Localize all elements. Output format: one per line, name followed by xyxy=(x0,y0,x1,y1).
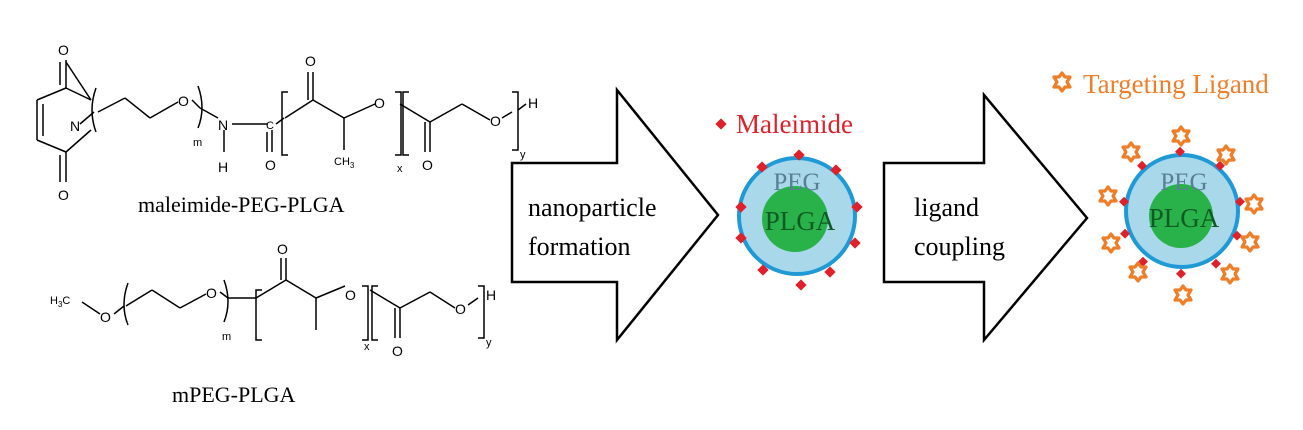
atom-n: N xyxy=(70,118,80,134)
legend-maleimide: Maleimide xyxy=(715,109,853,139)
label-mpeg-plga: mPEG-PLGA xyxy=(172,382,296,407)
arrow-label-line1: ligand xyxy=(914,193,979,222)
atom-o: O xyxy=(422,157,433,173)
linker-markers xyxy=(1119,146,1245,279)
subscript-m: m xyxy=(222,331,231,343)
atom-o: O xyxy=(277,241,288,257)
maleimide-marker-icon xyxy=(793,149,805,161)
np-core xyxy=(762,186,828,252)
maleimide-marker-icon xyxy=(715,118,727,130)
subscript-m: m xyxy=(193,137,202,149)
maleimide-marker-icon xyxy=(756,161,768,173)
subscript-y: y xyxy=(486,337,492,349)
atom-o: O xyxy=(58,187,69,203)
ligand-star-icon xyxy=(1171,125,1191,147)
ligand-star-icon xyxy=(1052,71,1072,93)
maleimide-peg-plga-atoms: O O N O m N H C O O CH3 O x O O y H male… xyxy=(58,42,538,217)
ligand-star-icon xyxy=(1121,141,1141,163)
np-core xyxy=(1149,184,1213,248)
atom-o: O xyxy=(265,157,276,173)
atom-c: C xyxy=(266,120,274,132)
atom-h: H xyxy=(528,95,538,111)
atom-h: H xyxy=(218,159,228,175)
ligand-star-icon xyxy=(1240,231,1260,253)
subscript-x: x xyxy=(364,341,370,353)
maleimide-marker-icon xyxy=(795,279,807,291)
maleimide-markers xyxy=(735,149,863,291)
atom-h: H xyxy=(486,287,496,303)
ligand-star-icon xyxy=(1216,144,1236,166)
atom-o: O xyxy=(58,42,69,58)
maleimide-marker-icon xyxy=(735,232,747,244)
np-shell-label: PEG xyxy=(1160,169,1207,196)
maleimide-marker-icon xyxy=(735,201,747,213)
arrow-label-line2: formation xyxy=(528,232,631,261)
atom-o: O xyxy=(345,287,356,303)
legend-maleimide-label: Maleimide xyxy=(736,109,853,139)
group-h3c: H3C xyxy=(50,295,70,309)
subscript-y: y xyxy=(520,149,526,161)
arrow-label-line2: coupling xyxy=(914,232,1005,261)
atom-o: O xyxy=(100,309,111,325)
maleimide-marker-icon xyxy=(851,201,863,213)
atom-o: O xyxy=(305,53,316,69)
np-core-label: PLGA xyxy=(1149,203,1220,233)
ligand-star-icon xyxy=(1173,284,1193,306)
legend-ligand: Targeting Ligand xyxy=(1052,69,1269,99)
ligand-star-icon xyxy=(1098,185,1118,207)
atom-o: O xyxy=(374,95,385,111)
atom-o: O xyxy=(178,93,189,109)
atom-o: O xyxy=(206,285,217,301)
maleimide-peg-plga-structure xyxy=(36,60,527,182)
legend-ligand-label: Targeting Ligand xyxy=(1083,69,1269,99)
maleimide-marker-icon xyxy=(824,266,836,278)
atom-o: O xyxy=(490,113,501,129)
nanoparticle-ligand: PEG PLGA xyxy=(1098,125,1264,306)
atom-n: N xyxy=(218,117,228,133)
maleimide-marker-icon xyxy=(849,237,861,249)
atom-o: O xyxy=(455,301,466,317)
subscript-x: x xyxy=(397,163,403,175)
ligand-star-icon xyxy=(1128,261,1148,283)
ligand-star-icon xyxy=(1220,263,1240,285)
np-shell-label: PEG xyxy=(773,169,820,196)
group-ch3: CH3 xyxy=(334,156,355,170)
mpeg-plga-structure xyxy=(81,258,485,341)
atom-o: O xyxy=(392,343,403,359)
arrow-ligand-coupling: ligand coupling xyxy=(882,91,1089,344)
maleimide-marker-icon xyxy=(757,264,769,276)
label-maleimide-peg-plga: maleimide-PEG-PLGA xyxy=(138,192,345,217)
maleimide-marker-icon xyxy=(830,164,842,176)
arrow-nanoparticle-formation: nanoparticle formation xyxy=(510,86,720,344)
arrow-label-line1: nanoparticle xyxy=(528,193,657,222)
np-core-label: PLGA xyxy=(765,206,836,236)
ligand-star-icon xyxy=(1244,193,1264,215)
nanoparticle-maleimide: PEG PLGA xyxy=(735,149,863,291)
mpeg-plga-atoms: H3C O O m O O x O O y H mPEG-PLGA xyxy=(50,241,496,407)
ligand-star-icon xyxy=(1101,232,1121,254)
